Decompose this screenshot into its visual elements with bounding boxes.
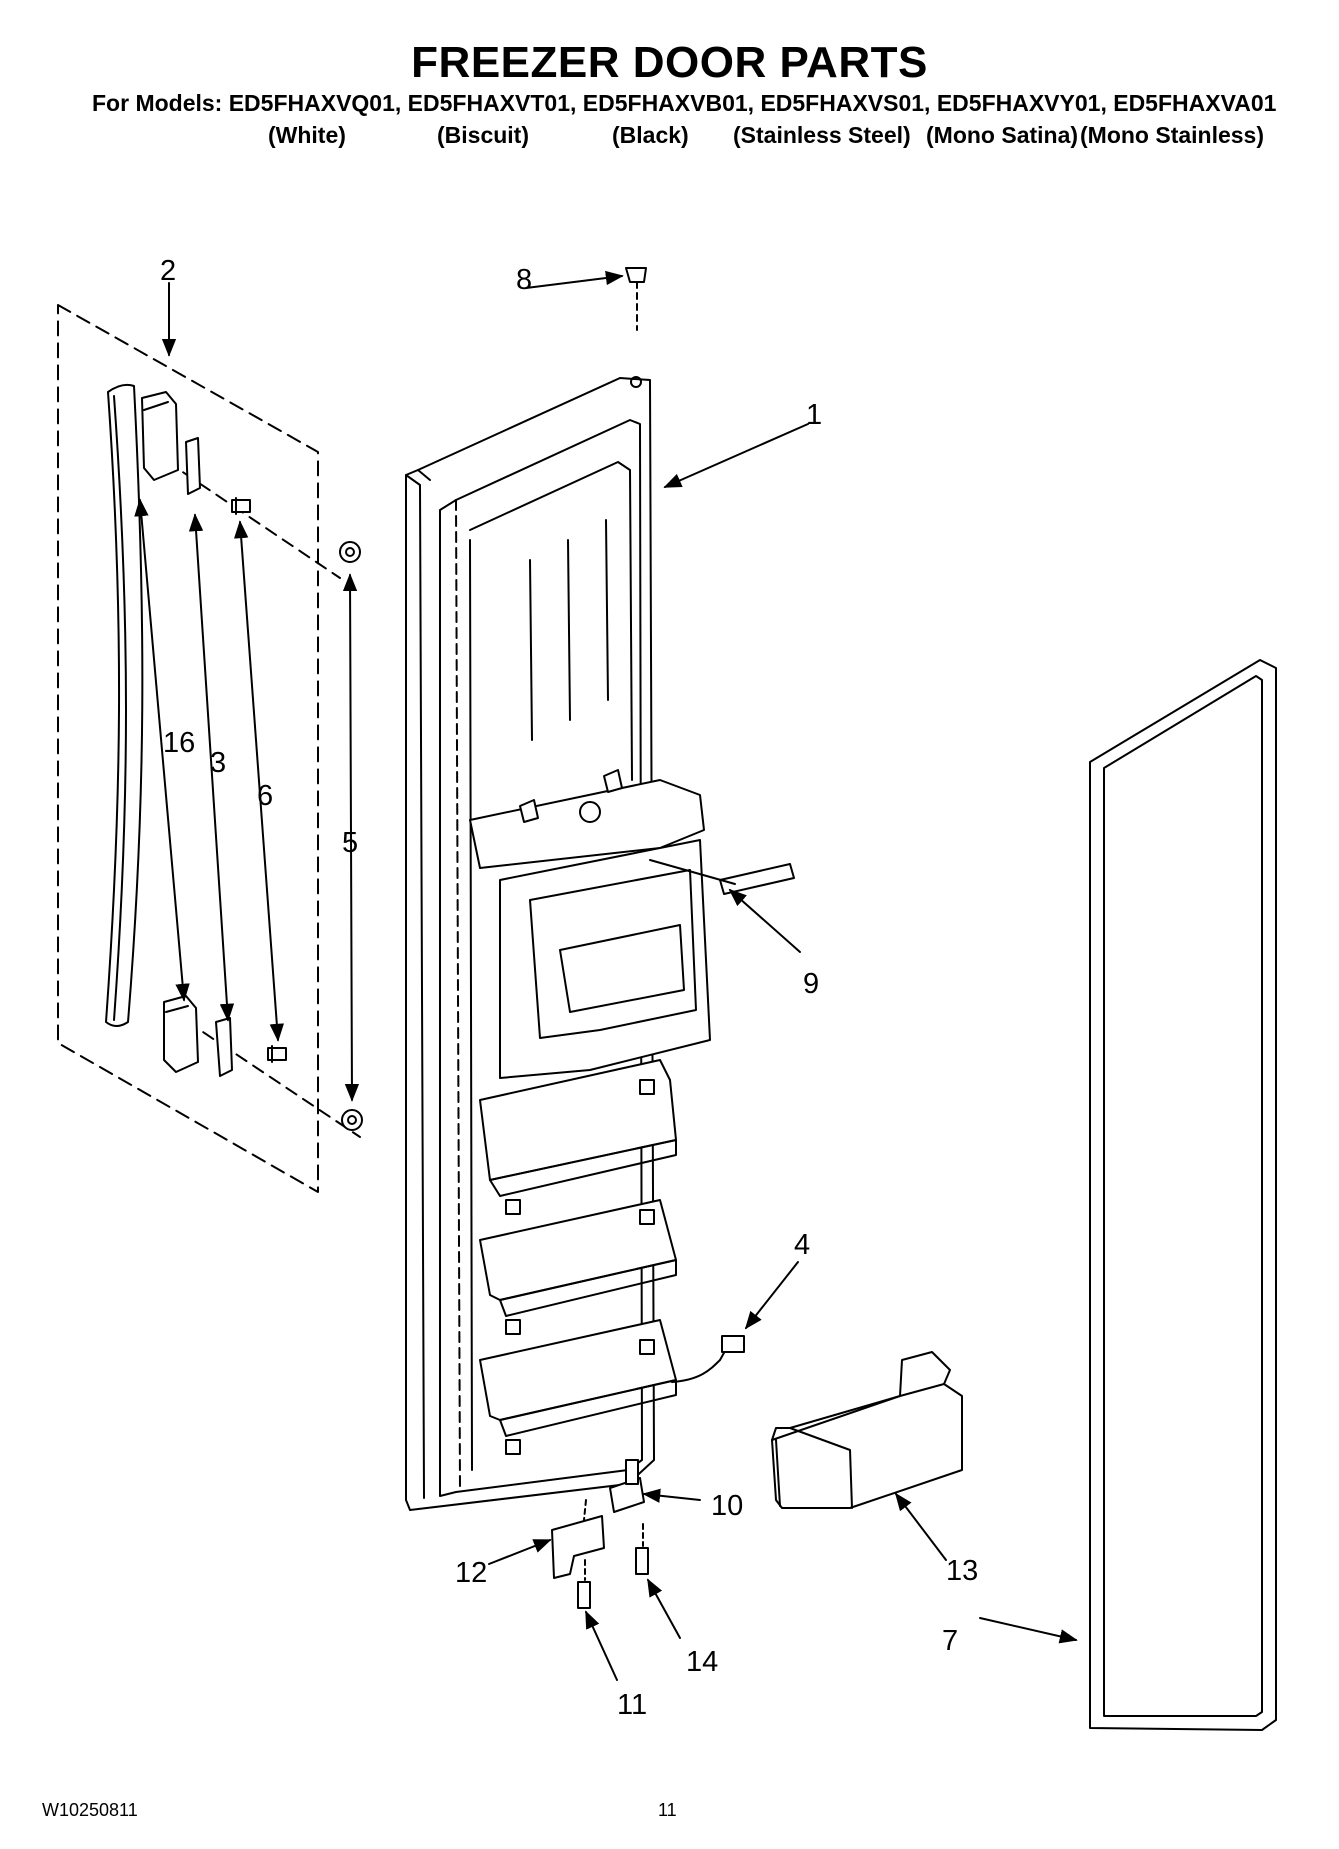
handle-stud-bottom [341,1109,363,1131]
callout-8: 8 [516,264,532,296]
leader-lines [134,270,1078,1681]
callout-labels: 2 8 1 16 3 6 5 9 4 10 12 13 7 14 11 [160,255,978,1721]
callout-2: 2 [160,255,176,287]
callout-7: 7 [942,1625,958,1657]
handle-stud-top [339,541,361,563]
document-number: W10250811 [42,1800,138,1820]
handle-clip-top [185,437,201,495]
door-bin [771,1351,963,1509]
wire-harness [671,1335,745,1383]
handle-kit-outline [57,304,361,1193]
callout-12: 12 [455,1557,487,1589]
handle-end-cap-bottom [163,995,199,1073]
color-white: (White) [268,122,346,148]
freezer-door-assembly [405,377,711,1511]
color-black: (Black) [612,122,689,148]
hinge-screw-11 [577,1559,591,1609]
handle-screw-top [231,497,251,515]
callout-14: 14 [686,1646,718,1678]
callout-10: 10 [711,1490,743,1522]
callout-6: 6 [257,780,273,812]
handle-screw-bottom [267,1045,287,1063]
color-mono-stainless: (Mono Stainless) [1080,122,1265,148]
hinge-bracket [551,1499,605,1579]
door-gasket [1089,659,1277,1731]
color-biscuit: (Biscuit) [437,122,529,148]
callout-1: 1 [806,399,822,431]
callout-13: 13 [946,1555,978,1587]
door-plug [625,267,647,388]
hinge-bushing [609,1459,645,1513]
dispenser-trim [719,863,795,895]
door-handle [105,383,144,1027]
handle-end-cap-top [141,391,179,481]
page-number: 11 [658,1800,677,1820]
page-title: FREEZER DOOR PARTS [411,38,928,87]
handle-clip-bottom [215,1017,233,1077]
hinge-screw-14 [635,1523,649,1575]
callout-5: 5 [342,827,358,859]
model-list: For Models: ED5FHAXVQ01, ED5FHAXVT01, ED… [92,90,1277,116]
callout-3: 3 [210,747,226,779]
color-stainless-steel: (Stainless Steel) [733,122,911,148]
color-mono-satina: (Mono Satina) [926,122,1079,148]
callout-4: 4 [794,1229,810,1261]
callout-16: 16 [163,727,195,759]
callout-9: 9 [803,968,819,1000]
callout-11: 11 [617,1689,647,1721]
